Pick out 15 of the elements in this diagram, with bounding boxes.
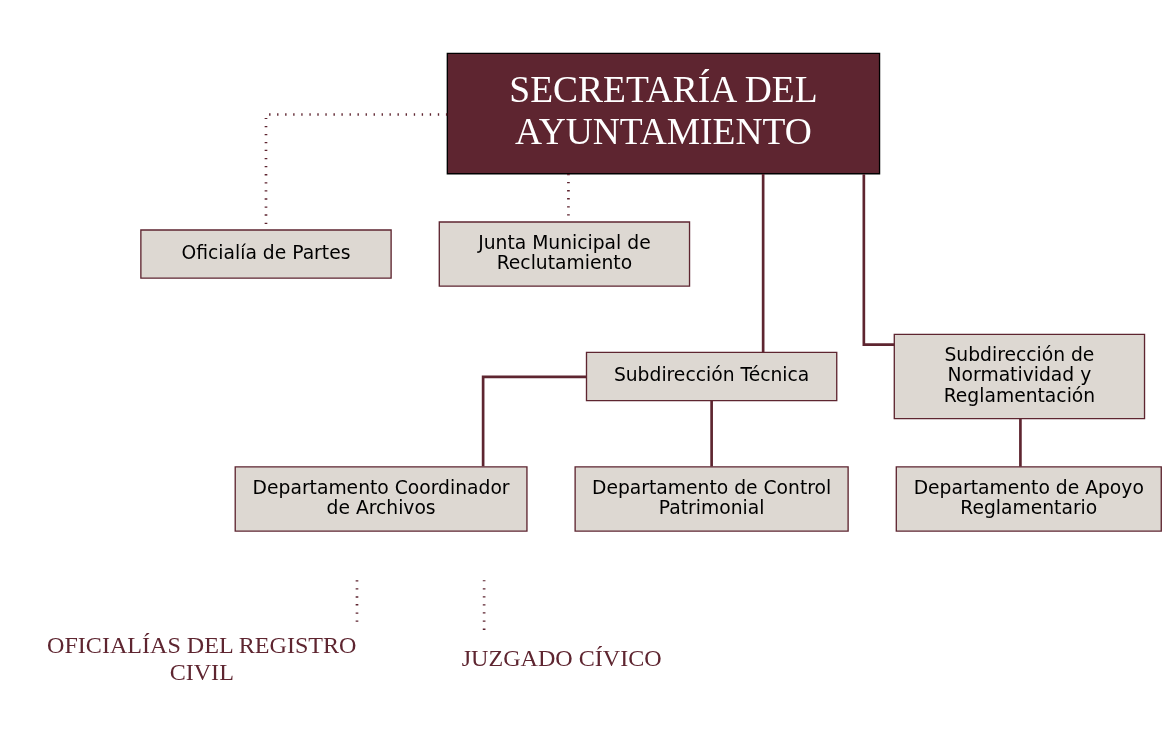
node-text: OFICIALÍAS DEL REGISTRO CIVIL	[47, 632, 357, 685]
connector	[862, 174, 895, 347]
node-text: JUZGADO CÍVICO	[461, 645, 662, 672]
connector	[481, 375, 586, 467]
node-box: Departamento Coordinador de Archivos	[234, 466, 528, 532]
node-box: Oficialía de Partes	[140, 229, 392, 279]
connector	[710, 400, 713, 467]
node-box: Subdirección de Normatividad y Reglamentación	[893, 333, 1146, 420]
connector	[1019, 419, 1022, 467]
node-box: Departamento de Control Patrimonial	[574, 466, 849, 532]
node-box: Junta Municipal de Reclutamiento	[438, 221, 691, 287]
node-box: Departamento de Apoyo Reglamentario	[895, 466, 1162, 532]
node-box: SECRETARÍA DEL AYUNTAMIENTO	[446, 52, 881, 175]
connector	[761, 173, 765, 352]
node-box: Subdirección Técnica	[585, 351, 838, 402]
